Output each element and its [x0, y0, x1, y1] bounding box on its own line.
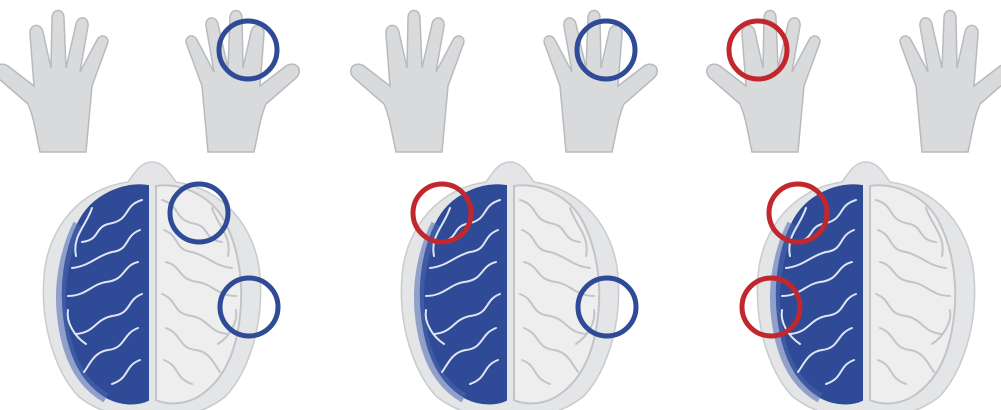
right-hand-icon — [900, 11, 1001, 153]
panel-2 — [351, 11, 658, 410]
left-hand-icon — [707, 11, 820, 153]
panel-3 — [707, 11, 1001, 410]
left-hand-icon — [351, 11, 464, 153]
right-hand-icon — [544, 11, 657, 153]
panel-1 — [0, 11, 299, 410]
left-hand-icon — [0, 11, 108, 153]
right-hand-icon — [186, 11, 299, 153]
